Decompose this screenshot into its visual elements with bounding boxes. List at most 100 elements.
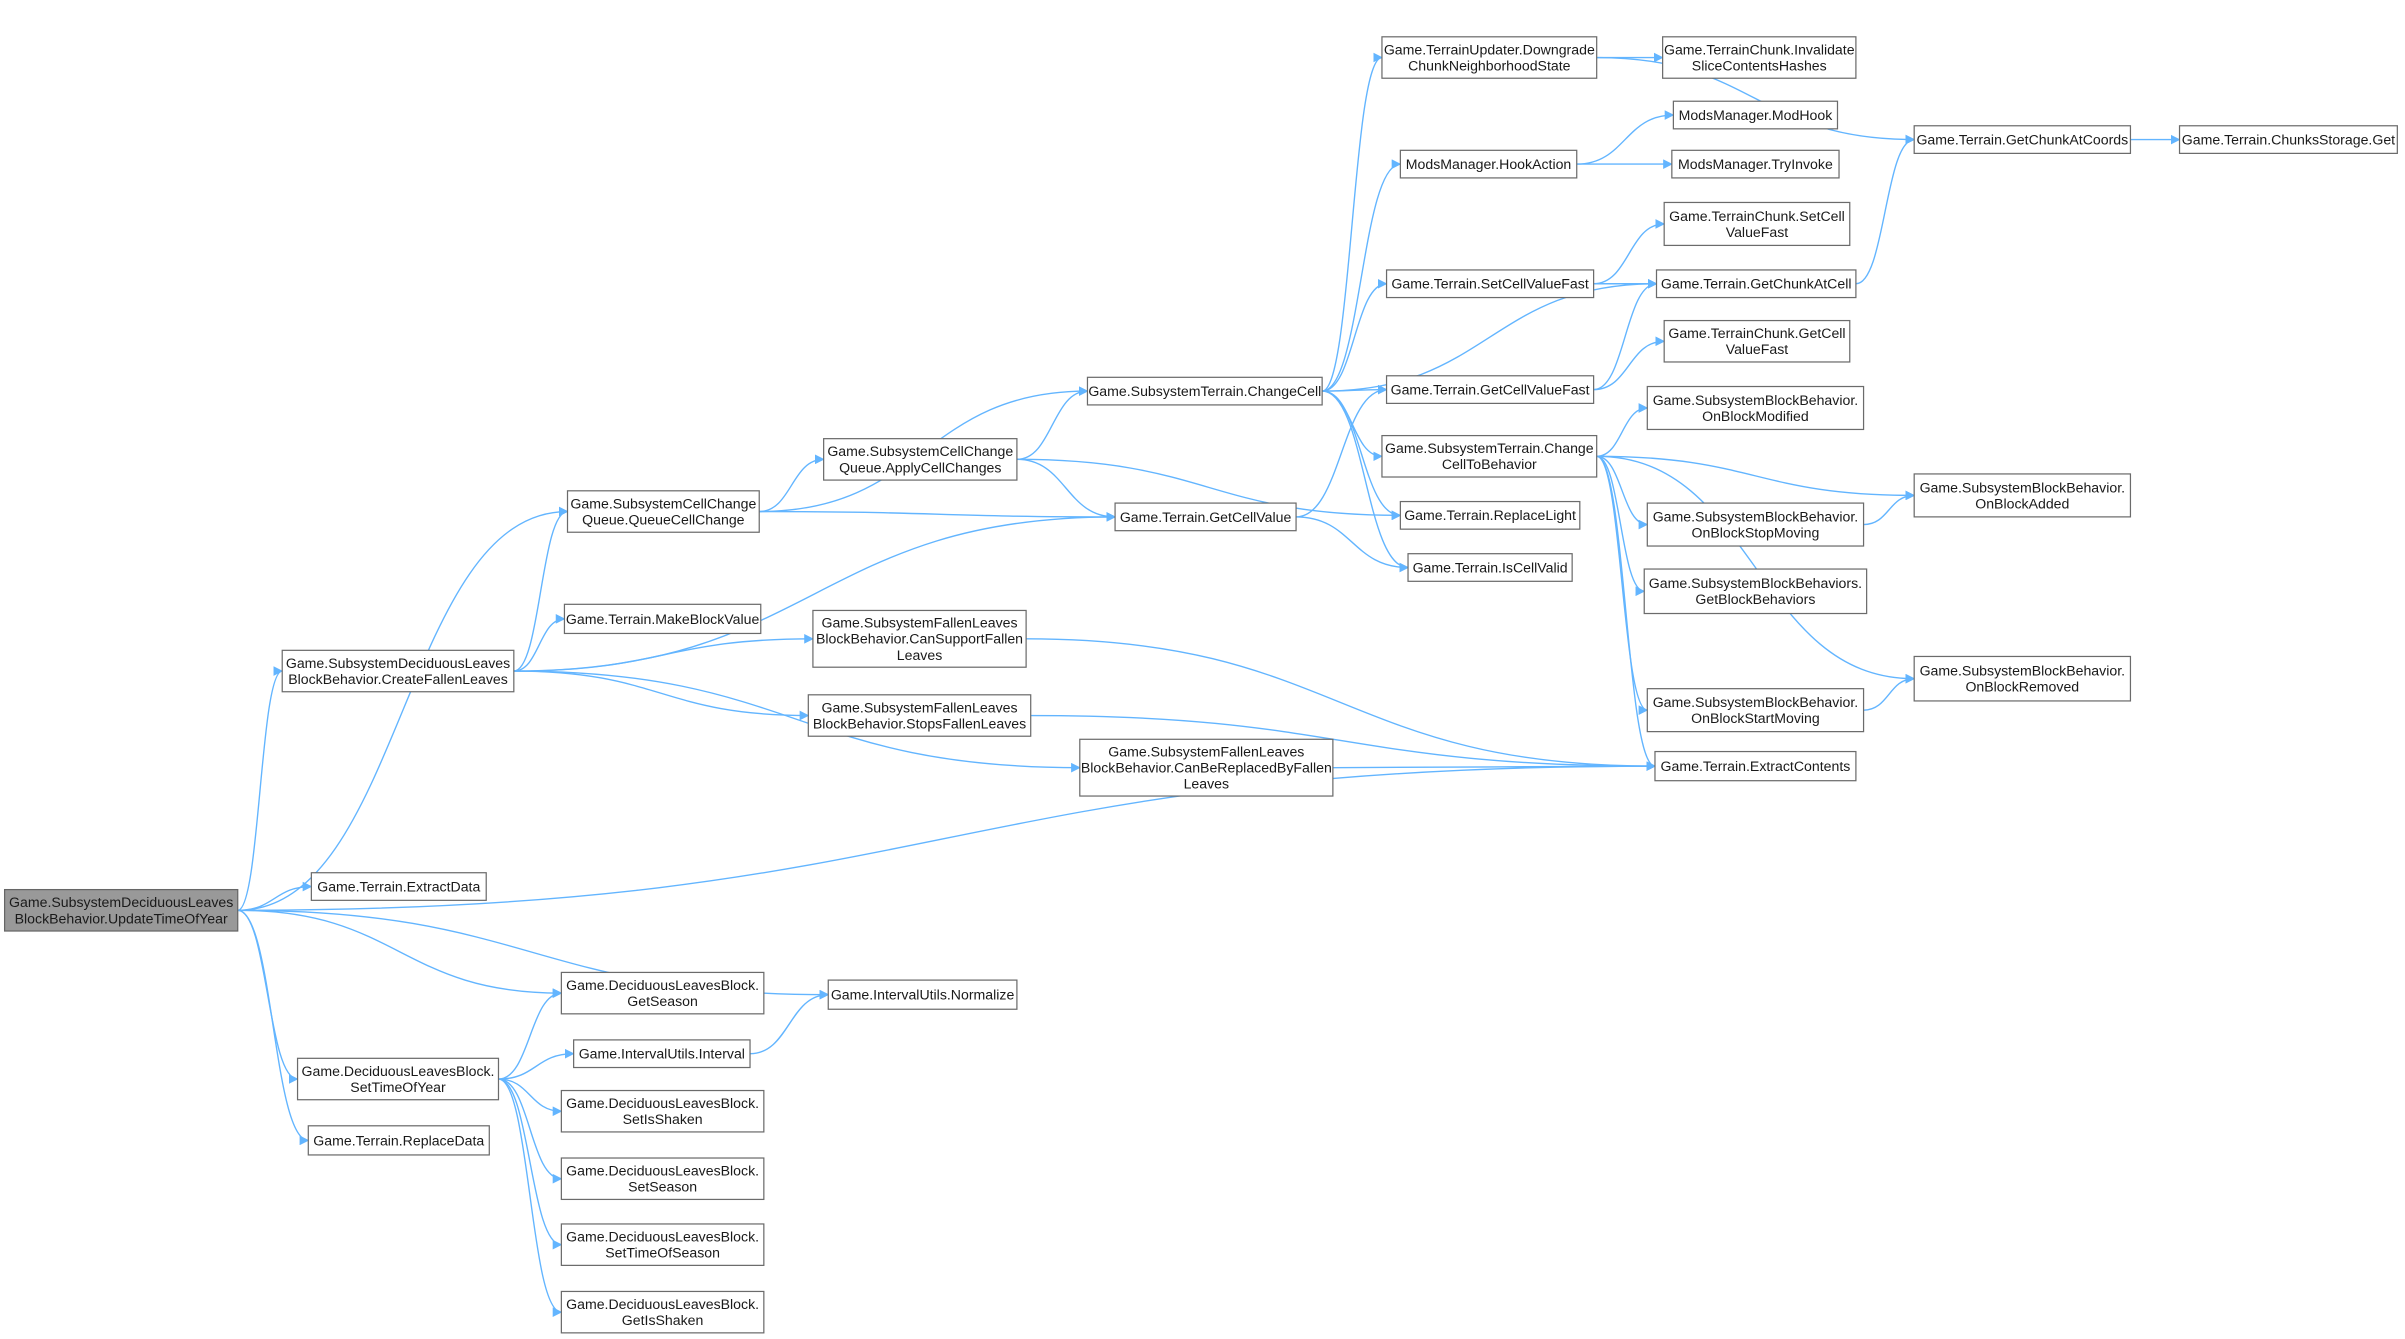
node-sis[interactable]: Game.DeciduousLeavesBlock.SetIsShaken — [560, 1089, 765, 1133]
node-box — [1646, 385, 1865, 431]
node-label: Game.Terrain.ExtractData — [317, 878, 480, 894]
edge-gcv-to-icv — [1296, 516, 1409, 573]
node-sty[interactable]: Game.DeciduousLeavesBlock.SetTimeOfYear — [296, 1057, 500, 1101]
node-label: Game.SubsystemBlockBehavior. — [1920, 663, 2125, 679]
node-label: Game.SubsystemTerrain.ChangeCell — [1088, 383, 1321, 399]
node-label: BlockBehavior.CanSupportFallen — [816, 631, 1023, 647]
node-label: Game.SubsystemTerrain.Change — [1385, 440, 1594, 456]
edge-acc-to-gcv — [1016, 458, 1117, 522]
node-label: Game.Terrain.SetCellValueFast — [1391, 276, 1588, 292]
node-box — [566, 490, 760, 533]
edge-acc-to-rpl — [1016, 458, 1402, 521]
node-mmh[interactable]: ModsManager.ModHook — [1672, 100, 1839, 130]
node-box — [1646, 502, 1865, 547]
edge-hka-to-mmh — [1576, 110, 1675, 165]
edge-chc-to-icv — [1322, 390, 1409, 573]
node-nrm[interactable]: Game.IntervalUtils.Normalize — [827, 979, 1018, 1010]
node-label: ModsManager.ModHook — [1679, 107, 1834, 123]
node-rpd[interactable]: Game.Terrain.ReplaceData — [307, 1125, 490, 1156]
node-obm[interactable]: Game.SubsystemBlockBehavior.OnBlockModif… — [1646, 385, 1865, 431]
node-label: Game.DeciduousLeavesBlock. — [566, 1296, 759, 1312]
node-box — [1079, 738, 1334, 797]
node-box — [1381, 434, 1598, 478]
node-cctb[interactable]: Game.SubsystemTerrain.ChangeCellToBehavi… — [1381, 434, 1598, 478]
node-cbr[interactable]: Game.SubsystemFallenLeavesBlockBehavior.… — [1079, 738, 1334, 797]
node-box — [1381, 36, 1598, 79]
edge-cfl-to-csf — [513, 633, 814, 672]
edge-chc-to-hka — [1322, 159, 1402, 392]
node-label: Game.SubsystemDeciduousLeaves — [9, 894, 233, 910]
node-gcf[interactable]: Game.Terrain.GetCellValueFast — [1385, 375, 1595, 405]
node-label: Queue.ApplyCellChanges — [839, 459, 1001, 475]
node-box — [1399, 500, 1581, 530]
node-sts[interactable]: Game.DeciduousLeavesBlock.SetTimeOfSeaso… — [560, 1223, 765, 1266]
node-label: Leaves — [1184, 776, 1230, 792]
node-csf[interactable]: Game.SubsystemFallenLeavesBlockBehavior.… — [812, 609, 1027, 668]
node-label: Game.TerrainChunk.SetCell — [1669, 208, 1845, 224]
node-rpl[interactable]: Game.Terrain.ReplaceLight — [1399, 500, 1581, 530]
edge-uty-to-exd — [237, 881, 313, 911]
node-label: Game.SubsystemFallenLeaves — [821, 615, 1017, 631]
node-label: Game.SubsystemFallenLeaves — [821, 699, 1017, 715]
node-box — [307, 1125, 490, 1156]
node-ost[interactable]: Game.SubsystemBlockBehavior.OnBlockStart… — [1646, 688, 1865, 733]
node-box — [281, 649, 515, 693]
edge-cfl-to-qcc — [513, 506, 569, 672]
node-box — [3, 888, 239, 932]
node-label: Game.SubsystemCellChange — [827, 443, 1013, 459]
node-gac[interactable]: Game.Terrain.GetChunkAtCell — [1655, 269, 1857, 299]
node-box — [1385, 375, 1595, 405]
node-gse[interactable]: Game.DeciduousLeavesBlock.GetSeason — [560, 971, 765, 1015]
node-itv[interactable]: Game.IntervalUtils.Interval — [573, 1039, 751, 1069]
node-tri[interactable]: ModsManager.TryInvoke — [1671, 149, 1840, 179]
node-label: Game.TerrainUpdater.Downgrade — [1384, 41, 1595, 57]
node-gcv[interactable]: Game.Terrain.GetCellValue — [1114, 502, 1297, 532]
node-osm[interactable]: Game.SubsystemBlockBehavior.OnBlockStopM… — [1646, 502, 1865, 547]
edge-scf-to-tcs — [1593, 219, 1666, 285]
node-box — [812, 609, 1027, 668]
node-acc[interactable]: Game.SubsystemCellChangeQueue.ApplyCellC… — [823, 438, 1018, 481]
node-hka[interactable]: ModsManager.HookAction — [1399, 149, 1578, 179]
node-csg[interactable]: Game.Terrain.ChunksStorage.Get — [2178, 125, 2398, 154]
edge-acc-to-chc — [1016, 386, 1089, 461]
node-gbb[interactable]: Game.SubsystemBlockBehaviors.GetBlockBeh… — [1643, 568, 1868, 615]
node-box — [1663, 319, 1851, 363]
node-qcc[interactable]: Game.SubsystemCellChangeQueue.QueueCellC… — [566, 490, 760, 533]
node-gcc[interactable]: Game.Terrain.GetChunkAtCoords — [1913, 125, 2132, 154]
node-dcn[interactable]: Game.TerrainUpdater.DowngradeChunkNeighb… — [1381, 36, 1598, 79]
node-obr[interactable]: Game.SubsystemBlockBehavior.OnBlockRemov… — [1913, 655, 2132, 702]
node-chc[interactable]: Game.SubsystemTerrain.ChangeCell — [1086, 376, 1323, 406]
node-box — [1385, 269, 1595, 299]
node-label: GetSeason — [627, 993, 698, 1009]
node-sse[interactable]: Game.DeciduousLeavesBlock.SetSeason — [560, 1157, 765, 1201]
node-label: Game.Terrain.ChunksStorage.Get — [2182, 131, 2395, 147]
node-cfl[interactable]: Game.SubsystemDeciduousLeavesBlockBehavi… — [281, 649, 515, 693]
edge-gcf-to-tcg — [1593, 336, 1666, 391]
node-tcg[interactable]: Game.TerrainChunk.GetCellValueFast — [1663, 319, 1851, 363]
node-label: Game.SubsystemBlockBehaviors. — [1649, 575, 1862, 591]
edge-dcn-to-gcc — [1596, 56, 1916, 145]
node-gis[interactable]: Game.DeciduousLeavesBlock.GetIsShaken — [560, 1290, 765, 1334]
node-uty[interactable]: Game.SubsystemDeciduousLeavesBlockBehavi… — [3, 888, 239, 932]
edge-osm-to-oba — [1863, 490, 1916, 526]
node-tcs[interactable]: Game.TerrainChunk.SetCellValueFast — [1663, 201, 1851, 247]
node-label: Game.Terrain.MakeBlockValue — [566, 611, 760, 627]
node-mbv[interactable]: Game.Terrain.MakeBlockValue — [563, 603, 762, 635]
node-isc[interactable]: Game.TerrainChunk.InvalidateSliceContent… — [1662, 36, 1857, 79]
edge-gcf-to-gac — [1593, 278, 1658, 391]
node-label: ModsManager.HookAction — [1406, 156, 1571, 172]
node-exd[interactable]: Game.Terrain.ExtractData — [310, 872, 487, 901]
node-label: Game.DeciduousLeavesBlock. — [566, 1163, 759, 1179]
node-label: Game.IntervalUtils.Interval — [579, 1046, 745, 1062]
node-sfl[interactable]: Game.SubsystemFallenLeavesBlockBehavior.… — [807, 694, 1032, 737]
node-box — [1662, 36, 1857, 79]
edge-cctb-to-exc — [1596, 455, 1656, 771]
edge-cbr-to-exc — [1332, 761, 1656, 771]
node-scf[interactable]: Game.Terrain.SetCellValueFast — [1385, 269, 1595, 299]
edge-cfl-to-mbv — [513, 614, 566, 672]
node-label: Game.Terrain.ExtractContents — [1661, 758, 1851, 774]
node-icv[interactable]: Game.Terrain.IsCellValid — [1407, 553, 1573, 582]
node-label: Game.Terrain.GetChunkAtCell — [1661, 276, 1852, 292]
node-oba[interactable]: Game.SubsystemBlockBehavior.OnBlockAdded — [1913, 473, 2132, 518]
node-exc[interactable]: Game.Terrain.ExtractContents — [1654, 750, 1857, 782]
